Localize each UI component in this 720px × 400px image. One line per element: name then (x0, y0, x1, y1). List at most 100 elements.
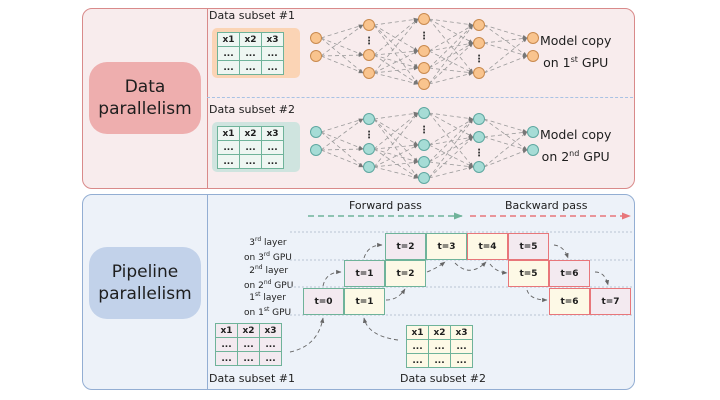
network-edge (483, 136, 528, 151)
network-node (418, 156, 430, 168)
network-gpu-1: ⋮⋮⋮ (310, 13, 539, 90)
layer-num: 1 (249, 293, 255, 303)
network-node (473, 19, 485, 31)
gpu-text: on 1 (244, 308, 264, 318)
network-edge (428, 50, 474, 74)
network-edge (483, 37, 528, 74)
table-cell: ... (428, 339, 451, 354)
network-edge (428, 42, 474, 69)
network-node (527, 50, 539, 62)
network-edge (320, 55, 364, 74)
network-node (473, 113, 485, 125)
ordinal-sup: st (254, 291, 261, 298)
network-edge (373, 118, 419, 179)
ordinal-sup: st (570, 55, 578, 64)
network-edge (428, 112, 474, 121)
table-cell: ... (261, 60, 284, 75)
dependency-arrow (426, 261, 446, 273)
table-cell: ... (450, 339, 473, 354)
network-node (310, 144, 322, 156)
model-copy-1-label: Model copy on 1st GPU (540, 31, 611, 72)
panel-divider (207, 9, 208, 188)
network-edge (373, 49, 419, 56)
network-edge (373, 50, 419, 74)
dependency-arrow (363, 242, 383, 259)
network-edge (483, 149, 528, 168)
ellipsis-dots: ⋮ (419, 125, 429, 136)
network-edge (373, 112, 419, 150)
network-edge (483, 55, 528, 74)
table-cell: ... (450, 353, 473, 368)
model-copy-text: Model copy (540, 127, 612, 142)
network-edge (373, 160, 419, 168)
layer-word: layer (260, 293, 286, 303)
network-edge (373, 24, 419, 69)
network-node (363, 19, 375, 31)
network-edge (428, 18, 474, 74)
network-edge (373, 54, 419, 85)
cell-time-label: t=5 (519, 268, 538, 279)
ordinal-sup: st (263, 306, 270, 313)
network-node (527, 126, 539, 138)
network-node (418, 13, 430, 25)
ellipsis-dots: ⋮ (419, 31, 429, 42)
layer-word: layer (261, 238, 287, 248)
data-parallelism-title: Data parallelism (89, 62, 201, 134)
table-cell: ... (406, 339, 429, 354)
dependency-arrow (489, 263, 508, 275)
gpu-text: GPU (579, 149, 610, 165)
network-edge (428, 24, 474, 52)
gpu-separator (207, 97, 633, 98)
network-edge (373, 166, 419, 179)
network-edge (428, 118, 474, 146)
gpu-text: GPU (269, 308, 292, 318)
ordinal-sup: nd (254, 264, 263, 271)
table-cell: ... (261, 140, 284, 155)
table-cell: ... (261, 154, 284, 169)
table-cell: ... (215, 351, 238, 366)
cell-time-label: t=5 (519, 241, 538, 252)
network-edge (483, 131, 528, 168)
cell-time-label: t=1 (355, 268, 374, 279)
table-header: x3 (259, 323, 282, 338)
gpu-text: GPU (269, 253, 292, 263)
pipeline-cell-backward: t=6 (549, 260, 590, 287)
data-parallelism-panel: Data parallelism (82, 8, 635, 189)
title-line2: parallelism (98, 284, 192, 304)
network-edge (373, 17, 419, 26)
network-edge (428, 118, 474, 163)
network-node (473, 131, 485, 143)
model-copy-2-label: Model copy on 2nd GPU (540, 125, 611, 166)
network-node (310, 126, 322, 138)
cell-time-label: t=2 (396, 241, 415, 252)
network-edge (373, 66, 419, 74)
network-edge (428, 118, 474, 179)
network-edge (320, 53, 364, 58)
network-node (310, 32, 322, 44)
ordinal-sup: nd (263, 279, 272, 286)
gpu-text: GPU (577, 55, 609, 71)
network-edge (373, 144, 419, 168)
network-node (418, 45, 430, 57)
ordinal-sup: rd (263, 251, 270, 258)
pipeline-cell-forward: t=2 (385, 233, 426, 260)
network-edge (428, 144, 474, 168)
pipeline-cell-forward: t=3 (426, 233, 467, 260)
layer-2-label: 2nd layer on 2nd GPU (244, 262, 293, 292)
network-edge (320, 131, 364, 168)
network-node (363, 161, 375, 173)
table-header: x2 (237, 323, 260, 338)
gpu-text: GPU (271, 281, 294, 291)
title-line1: Pipeline (111, 262, 179, 282)
network-edge (428, 24, 474, 85)
network-node (418, 139, 430, 151)
table-cell: ... (406, 353, 429, 368)
network-edge (320, 149, 364, 168)
network-node (527, 144, 539, 156)
pipeline-cell-backward: t=5 (508, 233, 549, 260)
ordinal-sup: rd (254, 236, 262, 243)
